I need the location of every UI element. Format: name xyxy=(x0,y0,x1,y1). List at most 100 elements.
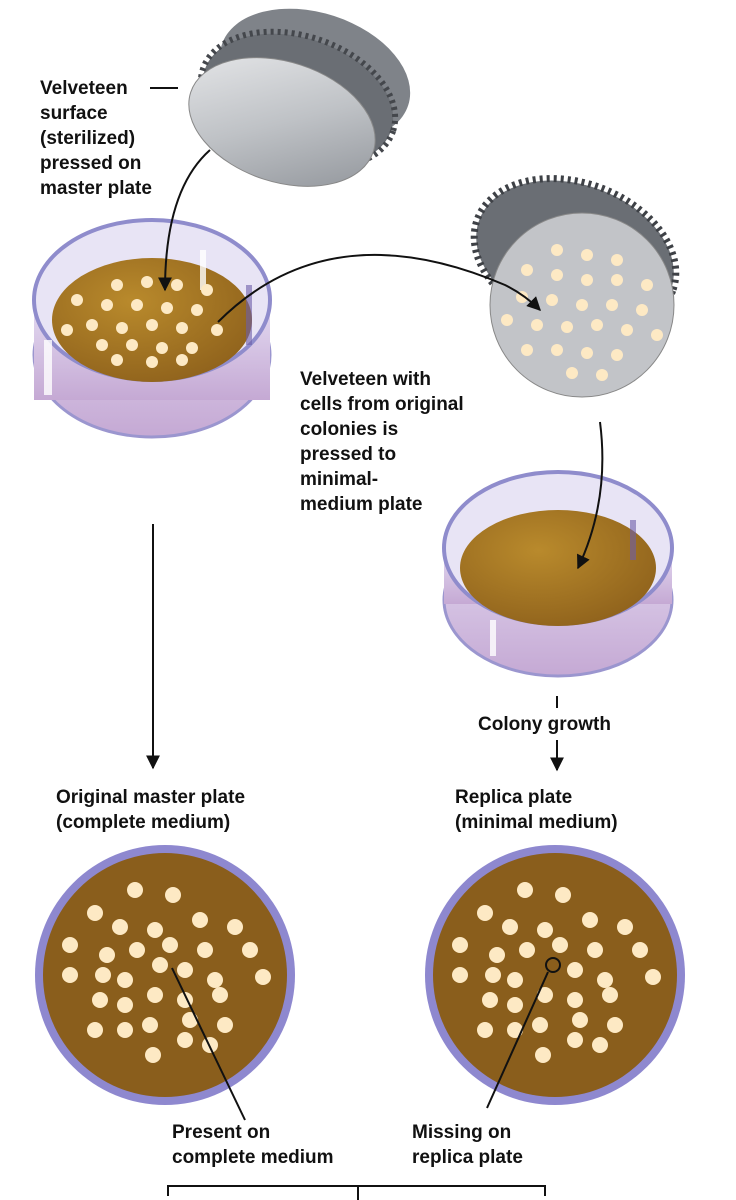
colony xyxy=(146,356,158,368)
colony xyxy=(645,969,661,985)
colony xyxy=(489,947,505,963)
colony xyxy=(87,1022,103,1038)
colony xyxy=(131,299,143,311)
arrows xyxy=(146,87,604,1200)
label-velveteen-surface: Velveteen surface (sterilized) pressed o… xyxy=(40,78,152,199)
colony xyxy=(551,269,563,281)
colony xyxy=(581,347,593,359)
colony xyxy=(111,279,123,291)
label-replica-plate: Replica plate (minimal medium) xyxy=(455,787,618,833)
colony xyxy=(521,264,533,276)
velveteen-block-icon xyxy=(188,8,411,187)
colony xyxy=(201,284,213,296)
colony xyxy=(617,919,633,935)
colony xyxy=(561,321,573,333)
colony xyxy=(621,324,633,336)
colony xyxy=(242,942,258,958)
colony xyxy=(641,279,653,291)
label-velveteen-cells: Velveteen with cells from original colon… xyxy=(300,369,464,515)
colony xyxy=(86,319,98,331)
colony xyxy=(177,962,193,978)
colony xyxy=(567,962,583,978)
minimal-petri-dish-icon xyxy=(442,470,674,678)
original-master-plate-icon xyxy=(35,845,295,1105)
colony xyxy=(71,294,83,306)
colony xyxy=(607,1017,623,1033)
colony xyxy=(207,972,223,988)
colony xyxy=(596,369,608,381)
colony xyxy=(636,304,648,316)
colony xyxy=(192,912,208,928)
colony xyxy=(96,339,108,351)
colony xyxy=(587,942,603,958)
colony xyxy=(507,997,523,1013)
label-master-plate: Original master plate (complete medium) xyxy=(56,787,246,833)
colony xyxy=(255,969,271,985)
colony xyxy=(165,887,181,903)
colony xyxy=(576,299,588,311)
colony xyxy=(146,319,158,331)
colony xyxy=(535,1047,551,1063)
colony xyxy=(161,302,173,314)
colony xyxy=(176,322,188,334)
arrow-press-master xyxy=(158,149,211,292)
colony xyxy=(507,1022,523,1038)
colony xyxy=(112,919,128,935)
colony xyxy=(95,967,111,983)
colony xyxy=(632,942,648,958)
colony xyxy=(147,987,163,1003)
colony xyxy=(117,997,133,1013)
colony xyxy=(227,919,243,935)
colony xyxy=(477,1022,493,1038)
colony xyxy=(566,367,578,379)
colony xyxy=(147,922,163,938)
colony xyxy=(551,344,563,356)
colony xyxy=(111,354,123,366)
colony xyxy=(477,905,493,921)
colony xyxy=(126,339,138,351)
colony xyxy=(582,912,598,928)
colony xyxy=(551,244,563,256)
colony xyxy=(606,299,618,311)
leader-present xyxy=(171,967,246,1121)
colony xyxy=(591,319,603,331)
colony xyxy=(517,882,533,898)
colony xyxy=(552,937,568,953)
colony xyxy=(116,322,128,334)
colony xyxy=(186,342,198,354)
colony xyxy=(567,992,583,1008)
colony xyxy=(532,1017,548,1033)
colony xyxy=(519,942,535,958)
leader-missing xyxy=(486,971,549,1109)
colony xyxy=(531,319,543,331)
colony xyxy=(592,1037,608,1053)
colony xyxy=(191,304,203,316)
colony xyxy=(197,942,213,958)
colony xyxy=(141,276,153,288)
colony xyxy=(217,1017,233,1033)
colony xyxy=(145,1047,161,1063)
colony xyxy=(555,887,571,903)
arrow-press-minimal xyxy=(577,421,604,570)
colony xyxy=(156,342,168,354)
colony xyxy=(62,967,78,983)
colony xyxy=(117,972,133,988)
colony xyxy=(162,937,178,953)
replica-plate-icon xyxy=(425,845,685,1105)
velveteen-with-colonies-icon xyxy=(470,175,680,398)
colony xyxy=(546,294,558,306)
colony xyxy=(101,299,113,311)
colony xyxy=(611,274,623,286)
colony xyxy=(212,987,228,1003)
colony xyxy=(602,987,618,1003)
colony xyxy=(152,957,168,973)
colony xyxy=(581,274,593,286)
colony xyxy=(537,987,553,1003)
colony xyxy=(597,972,613,988)
colony xyxy=(182,1012,198,1028)
colony xyxy=(485,967,501,983)
colony xyxy=(452,937,468,953)
colony xyxy=(171,279,183,291)
colony xyxy=(211,324,223,336)
colony xyxy=(117,1022,133,1038)
